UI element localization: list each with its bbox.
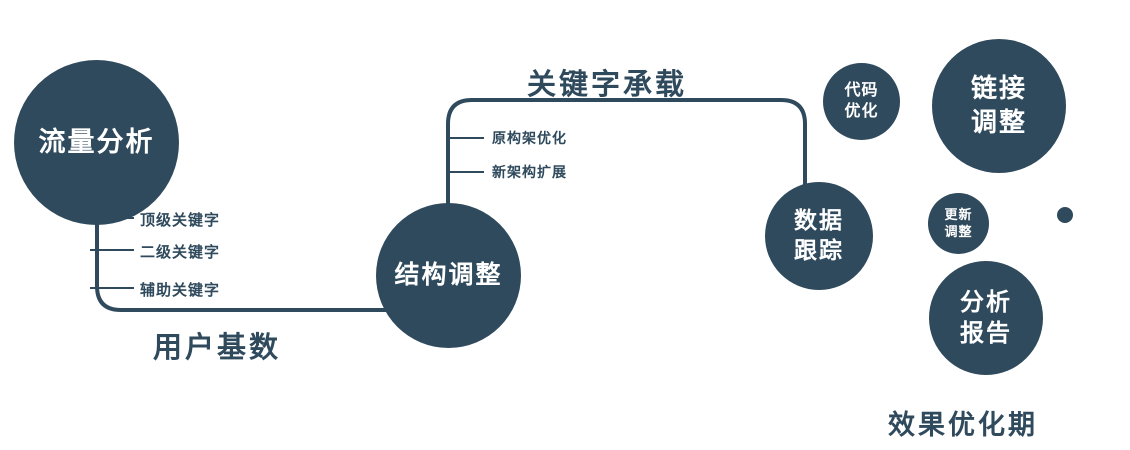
node-code-optimization-line2: 优化 [844,102,879,120]
node-data-tracking-line2: 跟踪 [794,237,844,263]
branch-label-framework-expand: 新架构扩展 [492,164,567,180]
node-traffic-analysis: 流量分析 [14,60,179,225]
branch-label-aux-keyword: 辅助关键字 [140,282,221,299]
node-analysis-report-line1: 分析 [960,288,1012,316]
node-code-optimization: 代码 优化 [823,63,900,140]
branch-label-top-keyword: 顶级关键字 [140,212,221,229]
node-link-adjust-line1: 链接 [970,73,1027,104]
node-structure-adjust: 结构调整 [376,203,521,348]
node-update-adjust-line2: 调整 [944,223,973,239]
connector-structure-to-data [446,98,807,215]
node-structure-adjust-label: 结构调整 [394,261,503,290]
node-update-adjust: 更新 调整 [928,193,989,254]
branch-label-framework-opt: 原构架优化 [492,130,567,146]
connector-traffic-to-structure [95,200,400,312]
node-traffic-analysis-label: 流量分析 [38,126,155,157]
branch-label-second-keyword: 二级关键字 [140,244,221,261]
node-link-adjust-line2: 调整 [970,107,1027,137]
edge-label-keyword-load: 关键字承载 [527,69,688,101]
node-analysis-report-line2: 报告 [960,320,1012,347]
node-analysis-report: 分析 报告 [929,261,1043,375]
node-link-adjust: 链接 调整 [932,39,1066,173]
edge-label-user-base: 用户基数 [153,332,282,364]
phase-label-effect-optimization: 效果优化期 [888,410,1038,440]
node-update-adjust-line1: 更新 [944,206,973,222]
dot-marker [1057,207,1073,223]
node-code-optimization-line1: 代码 [844,81,879,99]
node-data-tracking-line1: 数据 [794,207,844,234]
node-data-tracking: 数据 跟踪 [765,182,873,290]
